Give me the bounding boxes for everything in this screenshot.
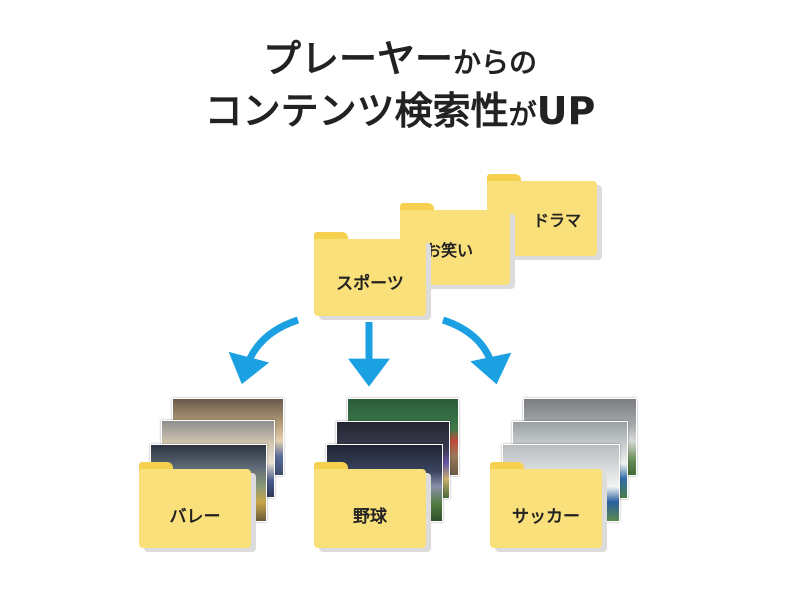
folder-volleyball-label: バレー bbox=[169, 507, 221, 527]
folder-baseball-label: 野球 bbox=[353, 507, 387, 527]
folder-soccer[interactable]: サッカー bbox=[490, 462, 602, 548]
folder-soccer-label: サッカー bbox=[512, 507, 580, 527]
folder-volleyball[interactable]: バレー bbox=[139, 462, 251, 548]
title-main-text: プレーヤー bbox=[262, 37, 453, 81]
title-particle-text: が bbox=[508, 98, 537, 131]
title-line-1: プレーヤーからの bbox=[0, 28, 800, 83]
title-main-text-2: コンテンツ検索性 bbox=[204, 89, 509, 133]
title-end-text: UP bbox=[536, 89, 596, 133]
folder-sports-label: スポーツ bbox=[336, 274, 404, 294]
arrow-left bbox=[228, 316, 300, 385]
arrow-right bbox=[441, 316, 512, 385]
title-suffix-text: からの bbox=[453, 46, 538, 79]
folder-owarai-label: お笑い bbox=[424, 241, 473, 260]
title-line-2: コンテンツ検索性がUP bbox=[0, 80, 800, 135]
folder-sports[interactable]: スポーツ bbox=[314, 232, 426, 316]
folder-drama-label: ドラマ bbox=[532, 211, 581, 230]
folder-baseball[interactable]: 野球 bbox=[314, 462, 426, 548]
